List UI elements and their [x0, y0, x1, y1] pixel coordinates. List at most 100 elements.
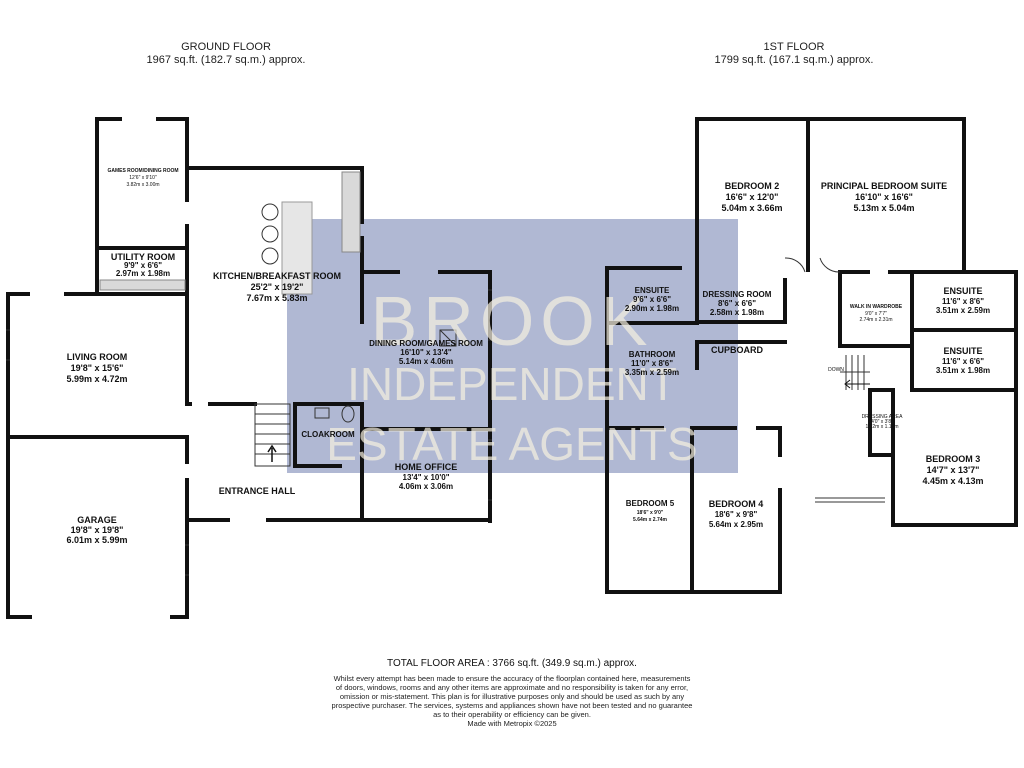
garage-walls: [6, 435, 189, 619]
svg-text:5.64m x 2.74m: 5.64m x 2.74m: [633, 517, 667, 523]
svg-text:6.01m x 5.99m: 6.01m x 5.99m: [66, 535, 127, 545]
utility-counter: [99, 279, 186, 291]
dressing-walls: [695, 278, 787, 324]
svg-text:3.51m x 2.59m: 3.51m x 2.59m: [936, 306, 990, 315]
svg-text:16'10" x 13'4": 16'10" x 13'4": [400, 348, 452, 357]
cloakroom-walls: [293, 402, 364, 468]
svg-text:BEDROOM 4: BEDROOM 4: [709, 499, 764, 509]
svg-text:1.22m x 1.13m: 1.22m x 1.13m: [865, 424, 898, 430]
bar-stool-2: [261, 225, 279, 243]
watermark-line2: INDEPENDENT: [347, 358, 677, 410]
first-floor-details: [784, 257, 885, 503]
ground-floor-header: GROUND FLOOR 1967 sq.ft. (182.7 sq.m.) a…: [126, 41, 326, 67]
svg-text:12'6" x 9'10": 12'6" x 9'10": [129, 175, 157, 181]
window-office: [488, 439, 492, 501]
bar-stool-3: [261, 247, 279, 265]
down-label: DOWN: [828, 367, 844, 373]
disclaimer-line-2: of doors, windows, rooms and any other i…: [335, 683, 689, 692]
svg-text:5.14m x 4.06m: 5.14m x 4.06m: [399, 357, 453, 366]
door-principal: [819, 257, 841, 273]
home-office-walls: [360, 427, 492, 522]
svg-text:ENSUITE: ENSUITE: [943, 346, 982, 356]
dining-light-icon: [439, 329, 457, 347]
cupboard-label: CUPBOARD: [711, 345, 764, 355]
svg-text:2.74m x 2.31m: 2.74m x 2.31m: [859, 317, 892, 323]
watermark-line1: BROOK: [371, 282, 654, 360]
svg-text:3.51m x 1.98m: 3.51m x 1.98m: [936, 366, 990, 375]
svg-text:11'6" x 8'6": 11'6" x 8'6": [942, 297, 984, 306]
dining-games-label: DINING ROOM/GAMES ROOM 16'10" x 13'4" 5.…: [369, 339, 483, 366]
svg-text:11'6" x 6'6": 11'6" x 6'6": [942, 357, 984, 366]
living-room-walls: [6, 292, 189, 439]
total-floor-area: TOTAL FLOOR AREA : 3766 sq.ft. (349.9 sq…: [387, 658, 637, 669]
disclaimer: Whilst every attempt has been made to en…: [0, 674, 1024, 728]
bedroom4-walls: [690, 426, 782, 594]
principal-suite-label: PRINCIPAL BEDROOM SUITE 16'10" x 16'6" 5…: [821, 181, 947, 213]
ensuite2-walls: [910, 270, 1018, 332]
bar-stool-1: [261, 203, 279, 221]
disclaimer-line-3: omission or mis-statement. This plan is …: [339, 692, 685, 701]
first-floor-area: 1799 sq.ft. (167.1 sq.m.) approx.: [714, 54, 874, 66]
svg-text:5.04m x 3.66m: 5.04m x 3.66m: [721, 203, 782, 213]
svg-text:DRESSING ROOM: DRESSING ROOM: [703, 290, 772, 299]
svg-text:25'2" x 19'2": 25'2" x 19'2": [251, 282, 304, 292]
svg-text:DINING ROOM/GAMES ROOM: DINING ROOM/GAMES ROOM: [369, 339, 483, 348]
utility-label: UTILITY ROOM 9'9" x 6'6" 2.97m x 1.98m: [111, 252, 175, 278]
svg-text:4.45m x 4.13m: 4.45m x 4.13m: [922, 476, 983, 486]
stairs-ground: [254, 403, 291, 467]
disclaimer-line-4: prospective purchaser. The services, sys…: [331, 701, 693, 710]
ensuite1-label: ENSUITE 9'6" x 6'6" 2.90m x 1.98m: [625, 286, 679, 313]
living-room-label: LIVING ROOM 19'8" x 15'6" 5.99m x 4.72m: [66, 352, 127, 384]
svg-text:BEDROOM 3: BEDROOM 3: [926, 454, 981, 464]
svg-text:11'0" x 8'6": 11'0" x 8'6": [631, 359, 673, 368]
svg-text:LIVING ROOM: LIVING ROOM: [67, 352, 128, 362]
svg-text:9'0" x 7'7": 9'0" x 7'7": [865, 311, 887, 317]
window-garage-right: [185, 544, 189, 576]
svg-text:UTILITY ROOM: UTILITY ROOM: [111, 252, 175, 262]
cloakroom-wc: [341, 405, 355, 423]
svg-text:BEDROOM 2: BEDROOM 2: [725, 181, 780, 191]
cloakroom-label: CLOAKROOM: [301, 430, 355, 439]
watermark-line3: ESTATE AGENTS: [326, 418, 697, 470]
svg-text:2.90m x 1.98m: 2.90m x 1.98m: [625, 304, 679, 313]
games-room-label: GAMES ROOM/DINING ROOM 12'6" x 9'10" 3.8…: [107, 168, 178, 188]
cloakroom-basin: [314, 407, 330, 419]
games-room-walls: [95, 117, 189, 250]
svg-text:8'6" x 6'6": 8'6" x 6'6": [718, 299, 756, 308]
bedroom2-label: BEDROOM 2 16'6" x 12'0" 5.04m x 3.66m: [721, 181, 782, 213]
svg-text:GAMES ROOM/DINING ROOM: GAMES ROOM/DINING ROOM: [107, 168, 178, 174]
svg-text:18'6" x 9'8": 18'6" x 9'8": [715, 510, 758, 519]
svg-text:3.35m x 2.59m: 3.35m x 2.59m: [625, 368, 679, 377]
svg-text:5.64m x 2.95m: 5.64m x 2.95m: [709, 520, 763, 529]
svg-text:16'10" x 16'6": 16'10" x 16'6": [855, 192, 913, 202]
svg-text:WALK IN WARDROBE: WALK IN WARDROBE: [850, 304, 903, 310]
svg-text:7.67m x 5.83m: 7.67m x 5.83m: [246, 293, 307, 303]
entrance-hall-label: ENTRANCE HALL: [219, 486, 296, 496]
landing-rail: [815, 497, 885, 503]
kitchen-label: KITCHEN/BREAKFAST ROOM 25'2" x 19'2" 7.6…: [213, 271, 341, 303]
bedroom5-walls: [605, 426, 694, 594]
ground-floor-title: GROUND FLOOR: [181, 41, 271, 53]
svg-text:16'6" x 12'0": 16'6" x 12'0": [726, 192, 779, 202]
dressing-room-label: DRESSING ROOM 8'6" x 6'6" 2.58m x 1.98m: [703, 290, 772, 317]
svg-text:19'8" x 19'8": 19'8" x 19'8": [71, 525, 124, 535]
ground-floor-plan: [6, 117, 492, 619]
first-floor-title: 1ST FLOOR: [763, 41, 825, 53]
first-floor-plan: [605, 117, 1018, 594]
svg-text:KITCHEN/BREAKFAST ROOM: KITCHEN/BREAKFAST ROOM: [213, 271, 341, 281]
ensuite3-walls: [910, 328, 1018, 392]
first-floor-header: 1ST FLOOR 1799 sq.ft. (167.1 sq.m.) appr…: [694, 41, 894, 67]
svg-text:2.58m x 1.98m: 2.58m x 1.98m: [710, 308, 764, 317]
entrance-walls: [185, 402, 364, 522]
dressing-area-label: DRESSING AREA 4'0" x 3'8" 1.22m x 1.13m: [862, 414, 904, 430]
walk-in-wardrobe-label: WALK IN WARDROBE 9'0" x 7'7" 2.74m x 2.3…: [850, 304, 903, 323]
metropix-credit: Made with Metropix ©2025: [467, 719, 557, 728]
svg-text:14'7" x 13'7": 14'7" x 13'7": [927, 465, 980, 475]
principal-walls: [806, 117, 966, 272]
svg-text:4'0" x 3'8": 4'0" x 3'8": [871, 419, 893, 425]
svg-text:ENSUITE: ENSUITE: [943, 286, 982, 296]
window-living-left: [6, 329, 10, 361]
stairs-arrow-icon: [267, 444, 277, 462]
svg-text:ENSUITE: ENSUITE: [635, 286, 670, 295]
